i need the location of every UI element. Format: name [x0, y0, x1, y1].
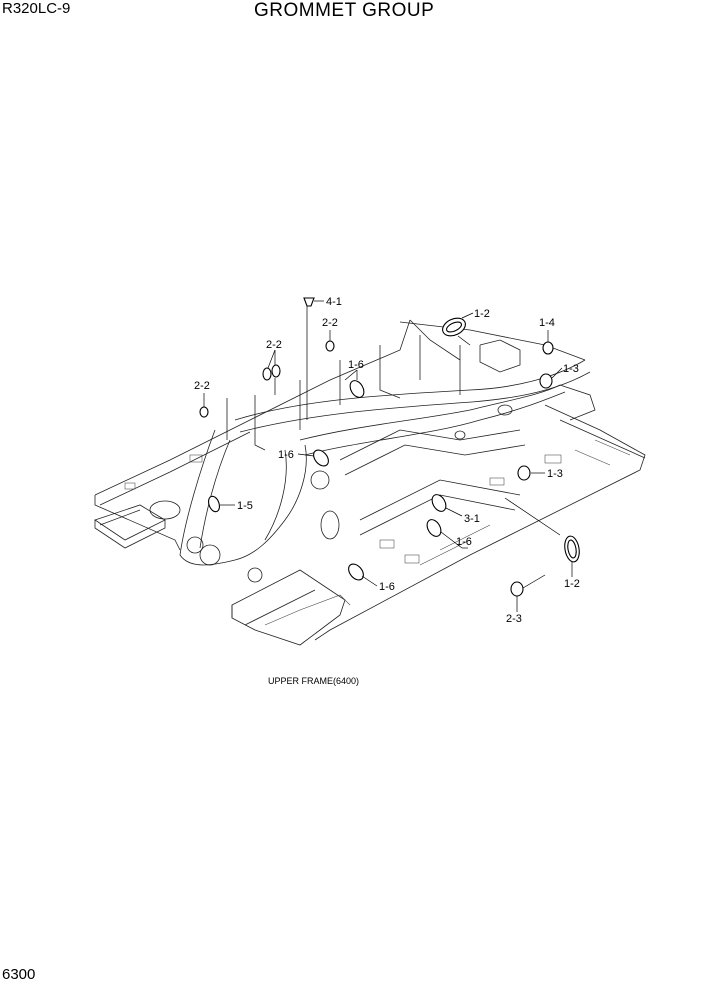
- callout-label: 3-1: [464, 513, 480, 525]
- page-title: GROMMET GROUP: [254, 0, 435, 21]
- callout-label: 1-4: [539, 317, 555, 329]
- callout-label: 1-2: [564, 578, 580, 590]
- grommet-1-5: [208, 495, 220, 513]
- page-number: 6300: [2, 966, 36, 983]
- callout-label: 1-3: [563, 363, 579, 375]
- callout-label: 1-6: [348, 359, 364, 371]
- callout-label: 1-3: [547, 468, 563, 480]
- callout-label: 1-6: [379, 581, 395, 593]
- grommet-1-6-upper: [349, 380, 365, 398]
- callout-label: 1-2: [474, 308, 490, 320]
- callout-label: 1-6: [456, 536, 472, 548]
- grommet-2-2-upper: [325, 340, 335, 352]
- grommet-2-3: [510, 581, 524, 597]
- grommet-1-3-lower: [517, 465, 531, 481]
- grommet-1-6-right: [426, 519, 442, 537]
- model-code: R320LC-9: [2, 0, 71, 17]
- grommet-2-2-left-a: [262, 367, 272, 381]
- grommet-2-2-left-b: [271, 364, 281, 378]
- frame-outline: [94, 319, 646, 646]
- callout-label: 2-2: [194, 380, 210, 392]
- plug-4-1: [303, 297, 315, 307]
- drawing-caption: UPPER FRAME(6400): [268, 676, 360, 686]
- grommet-1-6-lower: [348, 563, 364, 581]
- grommet-1-3-upper: [539, 373, 553, 389]
- grommet-parts: [199, 297, 580, 597]
- callout-label: 2-3: [506, 613, 522, 625]
- grommet-1-6-mid: [313, 449, 329, 467]
- callout-labels: 4-1 2-2 1-2 2-2 1-4 1-6 2-2 1-3 1-6 1-3 …: [194, 296, 580, 625]
- grommet-1-4: [542, 341, 554, 355]
- callout-label: 4-1: [326, 296, 342, 308]
- grommet-2-2-far-left: [199, 406, 209, 418]
- callout-label: 2-2: [322, 317, 338, 329]
- callout-label: 1-6: [278, 449, 294, 461]
- leader-lines: [203, 300, 573, 612]
- grommet-3-1: [431, 494, 447, 512]
- callout-label: 1-5: [237, 500, 253, 512]
- callout-label: 2-2: [266, 339, 282, 351]
